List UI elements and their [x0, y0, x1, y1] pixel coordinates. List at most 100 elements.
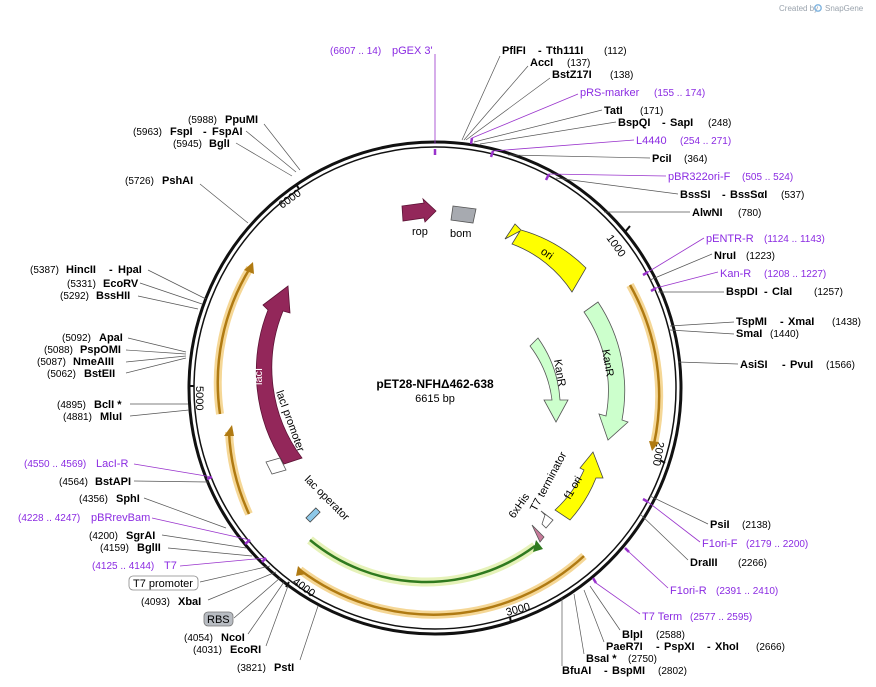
- site-tati[interactable]: TatI (171): [604, 105, 663, 117]
- site-mlui[interactable]: (4881) MluI: [63, 411, 122, 423]
- site-pcii[interactable]: PciI (364): [652, 153, 707, 165]
- primer-name: F1ori-R: [670, 585, 707, 597]
- site-name: BsaI *: [586, 653, 617, 665]
- orf-arc-right-arrowhead: [649, 441, 659, 451]
- site-separator: -: [656, 641, 660, 653]
- site-separator: -: [782, 359, 786, 371]
- tick-2000: [659, 459, 666, 464]
- lac-operator-box: [305, 507, 321, 523]
- site-bspqi[interactable]: BspQI - SapI (248): [618, 117, 731, 129]
- site-pos: (5963): [133, 127, 162, 138]
- primer-pbr322ori-f[interactable]: pBR322ori-F (505 .. 524): [668, 171, 793, 183]
- primer-name: pGEX 3': [392, 45, 433, 57]
- bom-box: [450, 205, 477, 224]
- site-asisi[interactable]: AsiSI - PvuI (1566): [740, 359, 855, 371]
- site-name: SgrAI: [126, 530, 155, 542]
- site-psii[interactable]: PsiI (2138): [710, 519, 771, 531]
- orf-arc-bottom-arrowhead: [296, 566, 306, 576]
- site-bspdi[interactable]: BspDI - ClaI (1257): [726, 286, 843, 298]
- site-pflfi[interactable]: PflFI - Tth111I (112): [502, 45, 627, 57]
- site-name: PsiI: [710, 519, 730, 531]
- primer-name: F1ori-F: [702, 538, 738, 550]
- site-pos: (364): [684, 154, 707, 165]
- site-ecori[interactable]: (4031) EcoRI: [193, 644, 261, 656]
- site-ppumi[interactable]: (5988) PpuMI: [188, 114, 258, 126]
- site-bsai[interactable]: BsaI * (2750): [586, 653, 657, 665]
- site-blpi[interactable]: BlpI (2588): [622, 629, 685, 641]
- site-bsshii[interactable]: (5292) BssHII: [60, 290, 130, 302]
- site-separator: -: [538, 45, 542, 57]
- site-ncoi[interactable]: (4054) NcoI: [184, 632, 245, 644]
- primer-pentr-r[interactable]: pENTR-R (1124 .. 1143): [706, 233, 825, 245]
- primer-laci-r[interactable]: (4550 .. 4569) LacI-R: [24, 458, 128, 470]
- rbs-tag[interactable]: RBS: [203, 611, 234, 627]
- site-bsteii[interactable]: (5062) BstEII: [47, 368, 115, 380]
- plasmid-name: pET28-NFHΔ462-638: [376, 377, 494, 391]
- site-nrui[interactable]: NruI (1223): [714, 250, 775, 262]
- site-pos: (3821): [237, 663, 266, 674]
- site-bgli[interactable]: (5945) BglI: [173, 138, 230, 150]
- site-separator: -: [780, 316, 784, 328]
- site-sgrai[interactable]: (4200) SgrAI: [89, 530, 155, 542]
- watermark-prefix: Created by: [779, 4, 818, 13]
- site-name: BglI: [209, 138, 230, 150]
- site-bsssi[interactable]: BssSI - BssSαI (537): [680, 189, 804, 201]
- site-bglii[interactable]: (4159) BglII: [100, 542, 161, 554]
- primer-range: (1124 .. 1143): [764, 234, 825, 245]
- site-fspi[interactable]: (5963) FspI - FspAI: [133, 126, 243, 138]
- primer-kan-r[interactable]: Kan-R (1208 .. 1227): [720, 268, 826, 280]
- site-name: SphI: [116, 493, 140, 505]
- site-xbai[interactable]: (4093) XbaI: [141, 596, 201, 608]
- site-pos: (112): [604, 46, 627, 57]
- site-pos: (171): [640, 106, 663, 117]
- site-bcli[interactable]: (4895) BclI *: [57, 399, 122, 411]
- site-psti[interactable]: (3821) PstI: [237, 662, 294, 674]
- primer-f1ori-r[interactable]: F1ori-R (2391 .. 2410): [670, 585, 778, 597]
- site-name: DraIII: [690, 557, 718, 569]
- site-name: BspQI: [618, 117, 650, 129]
- site-bstapi[interactable]: (4564) BstAPI: [59, 476, 131, 488]
- watermark-brand: SnapGene: [825, 4, 864, 13]
- site-name: BspDI: [726, 286, 758, 298]
- site-apai[interactable]: (5092) ApaI: [62, 332, 123, 344]
- site-pspomi[interactable]: (5088) PspOMI: [44, 344, 121, 356]
- kanr-outer-arrow: [583, 301, 629, 441]
- primer-l4440[interactable]: L4440 (254 .. 271): [636, 135, 731, 147]
- orf-arc-bottom: [299, 555, 585, 616]
- primer-t7[interactable]: (4125 .. 4144) T7: [92, 560, 177, 572]
- site-name: HincII: [66, 264, 96, 276]
- site-pshai[interactable]: (5726) PshAI: [125, 175, 193, 187]
- site-name: EcoRV: [103, 278, 139, 290]
- site-bfuai[interactable]: BfuAI - BspMI (2802): [562, 665, 687, 677]
- site-draiii[interactable]: DraIII (2266): [690, 557, 767, 569]
- site-ecorv[interactable]: (5331) EcoRV: [67, 278, 139, 290]
- primer-t7-term[interactable]: T7 Term (2577 .. 2595): [642, 611, 752, 623]
- lac-operator-feature: lac operator: [302, 474, 352, 524]
- site-pos: (5088): [44, 345, 73, 356]
- site-nmeaiii[interactable]: (5087) NmeAIII: [37, 356, 114, 368]
- site-pos: (5331): [67, 279, 96, 290]
- site-smai[interactable]: SmaI (1440): [736, 328, 799, 340]
- site-bstz17i[interactable]: BstZ17I (138): [552, 69, 633, 81]
- snapgene-logo-icon: [814, 4, 822, 12]
- site-tspmi[interactable]: TspMI - XmaI (1438): [736, 316, 861, 328]
- primer-pgex3[interactable]: (6607 .. 14) pGEX 3': [330, 45, 433, 57]
- kanr-inner-label: KanR: [551, 358, 568, 387]
- site-pos: (4881): [63, 412, 92, 423]
- site-paer7i[interactable]: PaeR7I - PspXI - XhoI (2666): [606, 641, 785, 653]
- t7-promoter-box: [128, 575, 199, 591]
- primer-prs-marker[interactable]: pRS-marker (155 .. 174): [580, 87, 705, 99]
- site-acci[interactable]: AccI (137): [530, 57, 590, 69]
- t7-promoter-tag[interactable]: T7 promoter: [128, 575, 199, 591]
- primer-pbrrevbam[interactable]: (4228 .. 4247) pBRrevBam: [18, 512, 150, 524]
- site-pos: (5292): [60, 291, 89, 302]
- site-alwni[interactable]: AlwNI (780): [692, 207, 761, 219]
- site-sphi[interactable]: (4356) SphI: [79, 493, 140, 505]
- primer-f1ori-f[interactable]: F1ori-F (2179 .. 2200): [702, 538, 808, 550]
- site-hincii[interactable]: (5387) HincII - HpaI: [30, 264, 142, 276]
- site-name: EcoRI: [230, 644, 261, 656]
- laci-arrow: [255, 285, 303, 465]
- site-extra: XhoI: [715, 641, 739, 653]
- site-name: PciI: [652, 153, 672, 165]
- his-orf-arc: [307, 536, 543, 587]
